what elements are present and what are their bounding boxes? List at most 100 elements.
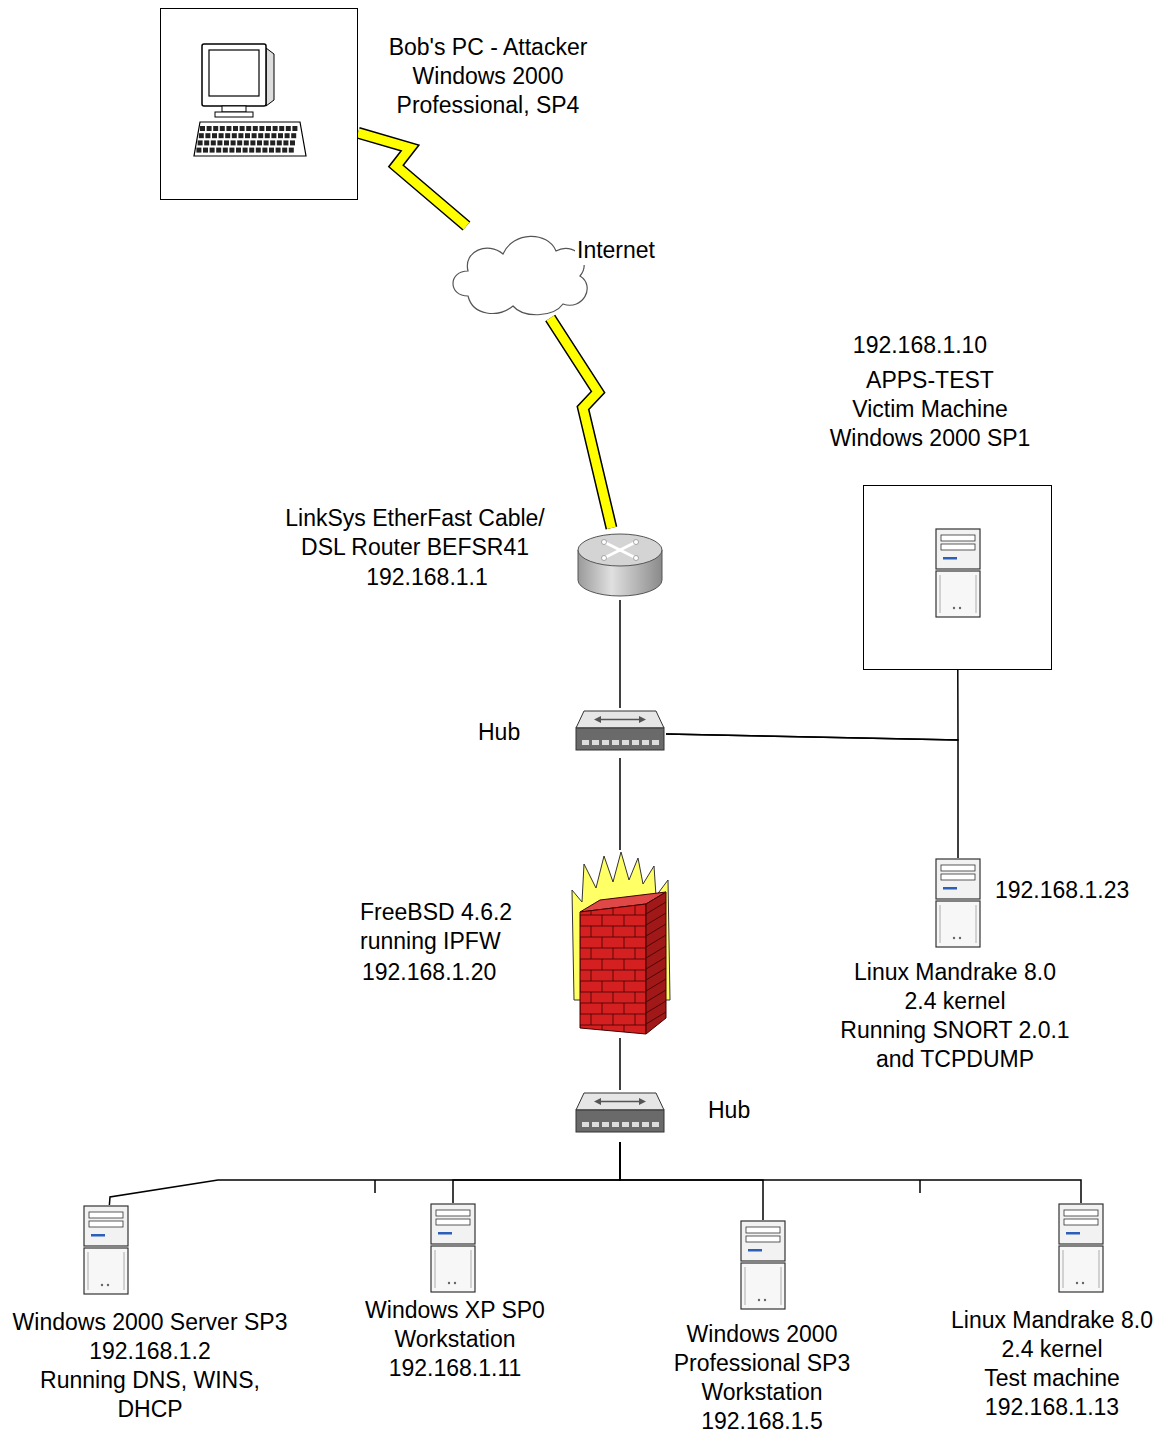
drive-bay xyxy=(89,1221,123,1227)
server-tower xyxy=(84,1206,128,1294)
test-machine: Linux Mandrake 8.0 2.4 kernel Test machi… xyxy=(1058,1203,1104,1293)
brick-joint xyxy=(635,904,636,915)
brick-joint xyxy=(624,937,625,948)
bolt-fill xyxy=(358,133,466,226)
server-dot xyxy=(1082,1282,1084,1284)
keyboard-key xyxy=(289,148,294,153)
internet-cloud xyxy=(453,236,587,314)
keyboard-key xyxy=(259,126,264,131)
network-cable xyxy=(666,734,958,858)
unused-port-stub xyxy=(919,1180,921,1193)
keyboard-key xyxy=(223,148,228,153)
node-label: LinkSys EtherFast Cable/ DSL Router BEFS… xyxy=(285,504,545,562)
keyboard-key xyxy=(231,140,236,145)
server-lower xyxy=(431,1246,475,1292)
node-label: FreeBSD 4.6.2 running IPFW xyxy=(360,898,512,956)
server-tower xyxy=(936,859,980,947)
server-dot xyxy=(953,607,955,609)
brick-joint xyxy=(624,1003,625,1014)
brick-joint xyxy=(646,1034,666,1046)
keyboard-key xyxy=(270,140,275,145)
node-icon xyxy=(935,858,981,948)
workstation: Windows XP SP0 Workstation 192.168.1.11 xyxy=(430,1203,476,1293)
hub-top xyxy=(576,711,664,728)
brick-joint xyxy=(591,948,592,959)
attacker-pc: Bob's PC - Attacker Windows 2000 Profess… xyxy=(160,8,358,200)
brick-joint xyxy=(635,992,636,1003)
internet-link xyxy=(358,133,466,226)
cable-line xyxy=(109,1142,620,1205)
drive-bay xyxy=(1064,1219,1098,1225)
keyboard-key xyxy=(200,126,205,131)
wall-bricks xyxy=(580,904,646,1036)
drive-light xyxy=(943,887,957,890)
node-label: 192.168.1.23 xyxy=(995,876,1129,905)
brick-joint xyxy=(591,904,592,915)
server-dot xyxy=(758,1299,760,1301)
node-label: Linux Mandrake 8.0 2.4 kernel Running SN… xyxy=(840,958,1069,1074)
keyboard-key xyxy=(219,133,224,138)
server-dot xyxy=(448,1282,450,1284)
brick-joint xyxy=(613,926,614,937)
keyboard-key xyxy=(205,133,210,138)
server-edge xyxy=(976,905,977,943)
bus-stubs xyxy=(375,1180,920,1193)
internet-cloud: Internet xyxy=(448,226,593,318)
monitor-base xyxy=(215,112,253,117)
server-edge xyxy=(781,1267,782,1305)
victim-frame xyxy=(864,486,1052,670)
keyboard-key xyxy=(266,126,271,131)
keyboard-key xyxy=(217,140,222,145)
brick-joint xyxy=(646,913,666,925)
brick-joint xyxy=(624,981,625,992)
ids-server: 192.168.1.23Linux Mandrake 8.0 2.4 kerne… xyxy=(935,858,981,948)
drive-bay xyxy=(746,1236,780,1242)
router-arrow-tip xyxy=(634,540,639,545)
drive-bay xyxy=(436,1210,470,1216)
node-icon xyxy=(1058,1203,1104,1293)
node-icon xyxy=(863,485,1052,670)
node-icon xyxy=(574,1090,666,1142)
node-icon xyxy=(430,1203,476,1293)
keyboard-key xyxy=(220,126,225,131)
node-label: Linux Mandrake 8.0 2.4 kernel Test machi… xyxy=(951,1306,1153,1422)
brick-joint xyxy=(580,1025,581,1036)
keyboard-key xyxy=(277,140,282,145)
keyboard-key xyxy=(257,140,262,145)
keyboard-key xyxy=(253,126,258,131)
keyboard-key xyxy=(211,140,216,145)
brick-joint xyxy=(646,979,666,991)
node-icon xyxy=(574,528,666,600)
node-icon xyxy=(740,1220,786,1310)
hub-port xyxy=(642,1122,649,1127)
network-cable xyxy=(620,1038,621,1090)
node-label: Bob's PC - Attacker Windows 2000 Profess… xyxy=(389,33,588,120)
keyboard-key xyxy=(207,126,212,131)
brick-joint xyxy=(602,1003,603,1014)
hub-port xyxy=(582,740,589,745)
brick-joint xyxy=(591,926,592,937)
monitor-screen xyxy=(209,50,259,96)
brick-joint xyxy=(602,1025,603,1036)
keyboard-key xyxy=(243,148,248,153)
hub-port xyxy=(612,740,619,745)
node-label: Hub xyxy=(478,718,520,747)
server-lower xyxy=(741,1263,785,1309)
hub-front xyxy=(576,728,664,750)
hub-port xyxy=(632,740,639,745)
brick-joint xyxy=(613,1014,614,1025)
hub-port xyxy=(582,1122,589,1127)
brick-joint xyxy=(646,1023,666,1035)
attacker-frame xyxy=(161,9,358,200)
monitor-neck xyxy=(222,106,246,112)
keyboard-key xyxy=(273,126,278,131)
router-top xyxy=(578,534,662,566)
hub-port xyxy=(592,1122,599,1127)
node-icon xyxy=(574,708,666,758)
node-icon xyxy=(566,850,674,1038)
hub-arrow xyxy=(598,1101,642,1103)
network-cable xyxy=(666,670,958,740)
hub-port xyxy=(652,1122,659,1127)
hub-arrow-head xyxy=(594,716,601,723)
cable-line xyxy=(619,1038,621,1090)
